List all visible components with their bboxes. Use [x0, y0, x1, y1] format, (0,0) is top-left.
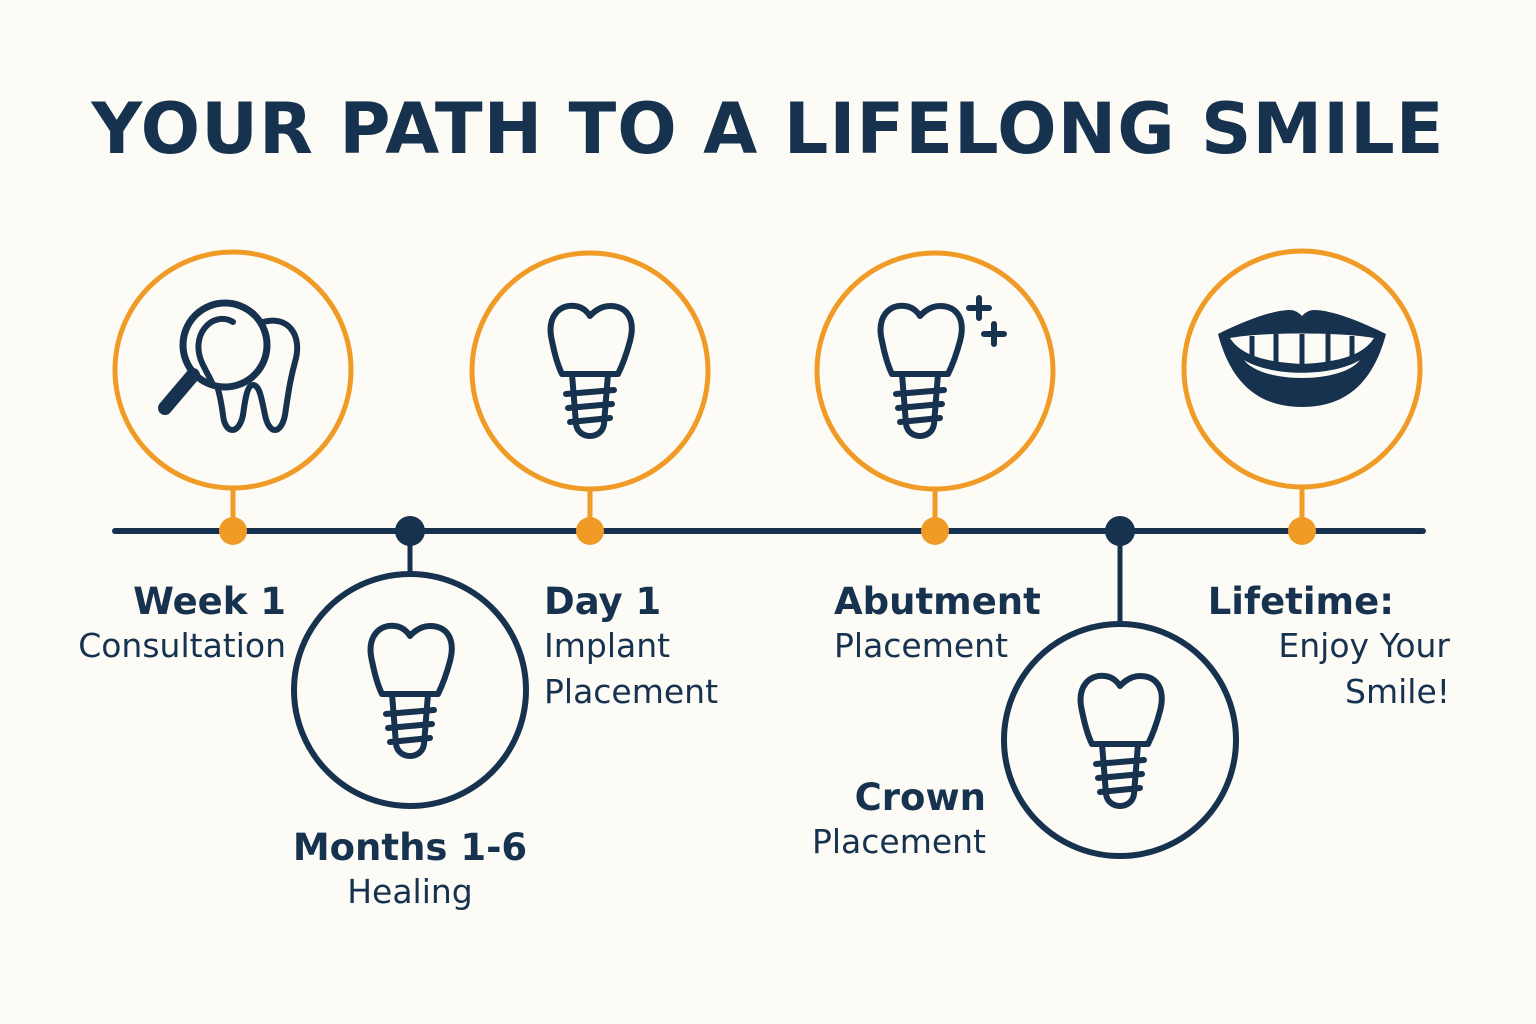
step-heading: Week 1 — [133, 580, 286, 623]
step-abutment-label: Abutment Placement — [834, 580, 1041, 669]
step-lifetime-node — [1181, 248, 1423, 545]
step-healing-label: Months 1-6 Healing — [282, 826, 538, 915]
step-subtitle: Healing — [347, 872, 473, 911]
step-healing-node — [291, 516, 529, 809]
step-heading: Abutment — [834, 580, 1041, 623]
step-week1-label: Week 1 Consultation — [78, 580, 286, 669]
step-implant-label: Day 1 Implant Placement — [544, 580, 718, 715]
step-subtitle: Placement — [811, 822, 986, 861]
step-subtitle-line2: Smile! — [1345, 672, 1450, 711]
smile-icon — [1218, 310, 1386, 407]
step-subtitle-line2: Placement — [544, 672, 719, 711]
step-subtitle-line1: Implant — [544, 626, 671, 665]
step-lifetime-label: Lifetime: Enjoy Your Smile! — [1208, 580, 1450, 715]
step-subtitle: Consultation — [78, 626, 286, 665]
step-heading: Day 1 — [544, 580, 662, 623]
dental-implant-icon — [551, 306, 632, 436]
tooth-magnifier-icon — [158, 299, 301, 433]
step-heading: Months 1-6 — [292, 826, 528, 869]
step-implant-node — [469, 250, 711, 545]
step-heading: Lifetime: — [1207, 580, 1394, 623]
step-heading: Crown — [854, 776, 986, 819]
step-abutment-node — [814, 250, 1056, 545]
step-week1-node — [112, 249, 354, 545]
step-subtitle-line1: Enjoy Your — [1278, 626, 1450, 665]
dental-implant-icon — [1081, 676, 1162, 806]
page-title: YOUR PATH TO A LIFELONG SMILE — [91, 88, 1445, 170]
implant-sparkle-icon — [881, 295, 1007, 436]
step-crown-label: Crown Placement — [812, 776, 986, 865]
step-crown-node — [1001, 516, 1239, 859]
dental-implant-icon — [371, 626, 452, 756]
step-subtitle: Placement — [834, 626, 1009, 665]
